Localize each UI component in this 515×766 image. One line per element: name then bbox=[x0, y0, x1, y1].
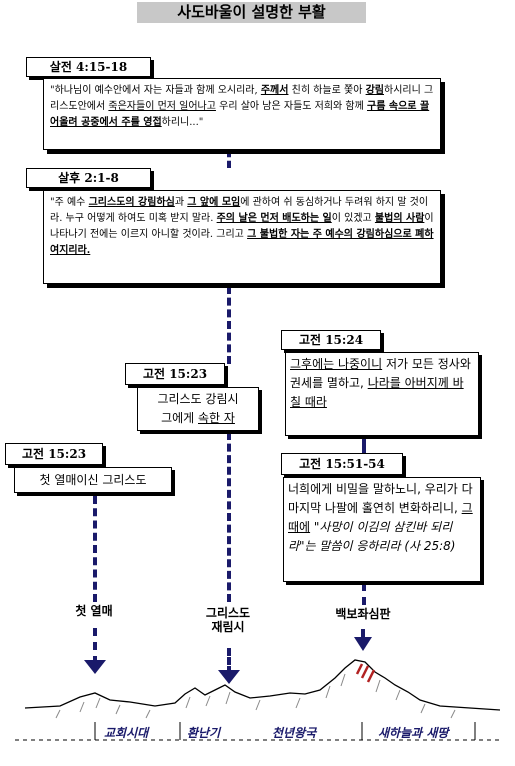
ref-label-thess1: 살전 4:15-18 bbox=[26, 57, 151, 77]
marker-second-coming: 그리스도 재림시 bbox=[186, 606, 270, 634]
dashed-line-right bbox=[362, 438, 366, 454]
arrow-second-coming-icon bbox=[218, 670, 240, 684]
dashed-line-first-fruit-low bbox=[93, 628, 97, 664]
ref-label-cor15-23b: 고전 15:23 bbox=[125, 363, 225, 385]
era-new-heaven: 새하늘과 새땅 bbox=[378, 726, 449, 740]
era-church: 교회시대 bbox=[104, 726, 149, 740]
dashed-line-main-mid bbox=[227, 432, 231, 602]
ref-label-cor15-51: 고전 15:51-54 bbox=[281, 453, 403, 475]
arrow-white-throne-icon bbox=[354, 629, 372, 651]
era-tribulation: 환난기 bbox=[187, 726, 221, 740]
box-cor15-24: 그후에는 나중이니 저가 모든 정사와 권세를 멸하고, 나라를 아버지께 바칠… bbox=[285, 352, 479, 436]
era-millennium: 천년왕국 bbox=[272, 726, 317, 740]
ref-label-cor15-23a: 고전 15:23 bbox=[5, 443, 103, 465]
quote-box-thess2: "주 예수 그리스도의 강림하심과 그 앞에 모임에 관하여 쉬 동심하거나 두… bbox=[43, 190, 441, 284]
ref-label-cor15-24: 고전 15:24 bbox=[281, 330, 381, 350]
marker-first-fruit: 첫 열매 bbox=[56, 604, 132, 618]
dashed-line-right-low bbox=[362, 583, 366, 605]
ref-label-thess2: 살후 2:1-8 bbox=[26, 168, 151, 188]
box-cor15-23a: 첫 열매이신 그리스도 bbox=[14, 467, 172, 493]
mountain-landscape bbox=[15, 659, 501, 741]
dashed-line-first-fruit bbox=[93, 496, 97, 602]
marker-white-throne: 백보좌심판 bbox=[315, 607, 411, 621]
box-cor15-51: 너희에게 비밀을 말하노니, 우리가 다 마지막 나팔에 홀연히 변화하리니, … bbox=[283, 477, 481, 582]
arrow-first-fruit-icon bbox=[84, 660, 106, 674]
dashed-line-main-low bbox=[227, 648, 231, 674]
page-title: 사도바울이 설명한 부활 bbox=[137, 2, 366, 23]
dashed-line-main bbox=[227, 286, 231, 364]
box-cor15-23b: 그리스도 강림시 그에게 속한 자 bbox=[137, 387, 259, 431]
quote-box-thess1: "하나님이 예수안에서 자는 자들과 함께 오시리라, 주께서 친히 하늘로 쫓… bbox=[43, 78, 441, 150]
dashed-line-main-top bbox=[227, 150, 231, 168]
